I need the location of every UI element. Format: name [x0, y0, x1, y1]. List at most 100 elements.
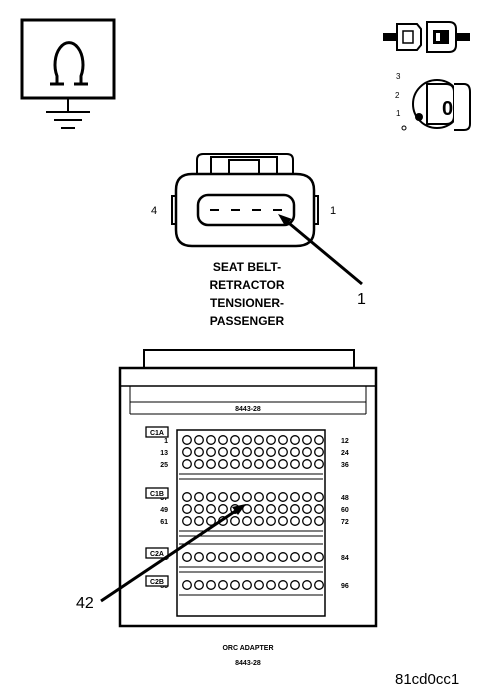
adapter-pin	[302, 435, 312, 445]
adapter-pin	[230, 516, 240, 526]
adapter-pin	[302, 504, 312, 514]
adapter-pin	[218, 504, 228, 514]
pin-row-end-label: 84	[341, 555, 349, 562]
adapter-pin	[194, 492, 204, 502]
adapter-pin	[206, 435, 216, 445]
adapter-pin	[290, 492, 300, 502]
pin-row-end-label: 72	[341, 519, 349, 526]
adapter-pin	[278, 435, 288, 445]
pin-row-start-label: 49	[160, 507, 168, 514]
adapter-pin	[242, 435, 252, 445]
connector-tag-label: C2A	[150, 551, 164, 558]
adapter-pin	[254, 435, 264, 445]
adapter-pin	[230, 580, 240, 590]
ignition-key-off-icon: 3 2 1 0 0	[395, 72, 471, 142]
adapter-pin-grid	[179, 435, 324, 596]
adapter-pin	[266, 580, 276, 590]
adapter-pin	[254, 580, 264, 590]
adapter-pin	[230, 447, 240, 457]
adapter-pin	[290, 516, 300, 526]
adapter-pin	[182, 459, 192, 469]
connector-name-line-3: TENSIONER-	[210, 296, 284, 310]
adapter-part-number-bottom: 8443-28	[235, 660, 261, 667]
adapter-pin	[266, 447, 276, 457]
adapter-pin	[242, 580, 252, 590]
adapter-pin	[194, 516, 204, 526]
pin-row-end-label: 12	[341, 438, 349, 445]
adapter-pin	[254, 516, 264, 526]
connector-name-line-2: RETRACTOR	[209, 278, 284, 292]
adapter-pin	[278, 516, 288, 526]
connector-tag-label: C1A	[150, 430, 164, 437]
adapter-pin	[242, 492, 252, 502]
adapter-pin	[278, 492, 288, 502]
pin-row-start-label: 25	[160, 462, 168, 469]
adapter-pin	[218, 459, 228, 469]
adapter-pin	[182, 435, 192, 445]
pin-row-end-label: 24	[341, 450, 349, 457]
adapter-pin	[266, 492, 276, 502]
adapter-pin	[278, 580, 288, 590]
callout-leader-1	[283, 217, 363, 286]
connector-pin-4: 4	[151, 205, 157, 217]
adapter-pin	[182, 492, 192, 502]
adapter-pin	[314, 516, 324, 526]
connector-disconnect-icon	[383, 21, 470, 53]
adapter-pin	[266, 516, 276, 526]
adapter-pin	[290, 580, 300, 590]
callout-leader-42	[100, 506, 241, 603]
ignition-position-0: 0	[400, 133, 405, 142]
adapter-pin	[230, 552, 240, 562]
pin-row-start-label: 13	[160, 450, 168, 457]
adapter-pin	[302, 552, 312, 562]
adapter-pin	[242, 447, 252, 457]
pin-row-end-label: 36	[341, 462, 349, 469]
adapter-pin	[266, 552, 276, 562]
ignition-position-1: 1	[396, 109, 401, 118]
adapter-pin	[278, 552, 288, 562]
pin-row-end-label: 96	[341, 583, 349, 590]
adapter-pin	[242, 552, 252, 562]
figure-id: 81cd0cc1	[395, 671, 459, 688]
adapter-pin	[194, 459, 204, 469]
callout-number-42: 42	[76, 595, 94, 612]
adapter-pin	[206, 504, 216, 514]
connector-pin-1: 1	[330, 205, 336, 217]
adapter-pin	[206, 459, 216, 469]
adapter-pin	[206, 492, 216, 502]
pin-row-end-label: 48	[341, 495, 349, 502]
adapter-pin	[230, 435, 240, 445]
adapter-pin	[266, 459, 276, 469]
adapter-pin	[230, 492, 240, 502]
adapter-pin	[182, 504, 192, 514]
adapter-pin	[302, 459, 312, 469]
connector-name-line-4: PASSENGER	[210, 314, 285, 328]
adapter-pin	[194, 580, 204, 590]
connector-tag-box	[145, 487, 169, 499]
adapter-pin	[182, 580, 192, 590]
adapter-pin	[278, 504, 288, 514]
adapter-pin	[314, 504, 324, 514]
adapter-pin	[302, 492, 312, 502]
adapter-pin	[278, 459, 288, 469]
adapter-pin	[314, 435, 324, 445]
adapter-pin	[194, 447, 204, 457]
connector-tag-box	[145, 426, 169, 438]
adapter-pin	[218, 580, 228, 590]
adapter-pin	[254, 447, 264, 457]
connector-tag-label: C1B	[150, 491, 164, 498]
adapter-pin	[194, 552, 204, 562]
adapter-pin	[302, 580, 312, 590]
adapter-pin	[182, 552, 192, 562]
callout-number-1: 1	[357, 291, 366, 308]
adapter-caption: ORC ADAPTER	[222, 645, 273, 652]
adapter-pin	[194, 504, 204, 514]
adapter-pin	[206, 552, 216, 562]
adapter-pin	[290, 447, 300, 457]
adapter-pin	[290, 459, 300, 469]
adapter-pin	[314, 459, 324, 469]
seat-belt-connector-diagram: 4 1 SEAT BELT- RETRACTOR TENSIONER- PASS…	[151, 153, 366, 328]
adapter-pin	[242, 516, 252, 526]
orc-adapter-diagram: 8443-28 1121324253637484960617273848596 …	[76, 349, 378, 667]
